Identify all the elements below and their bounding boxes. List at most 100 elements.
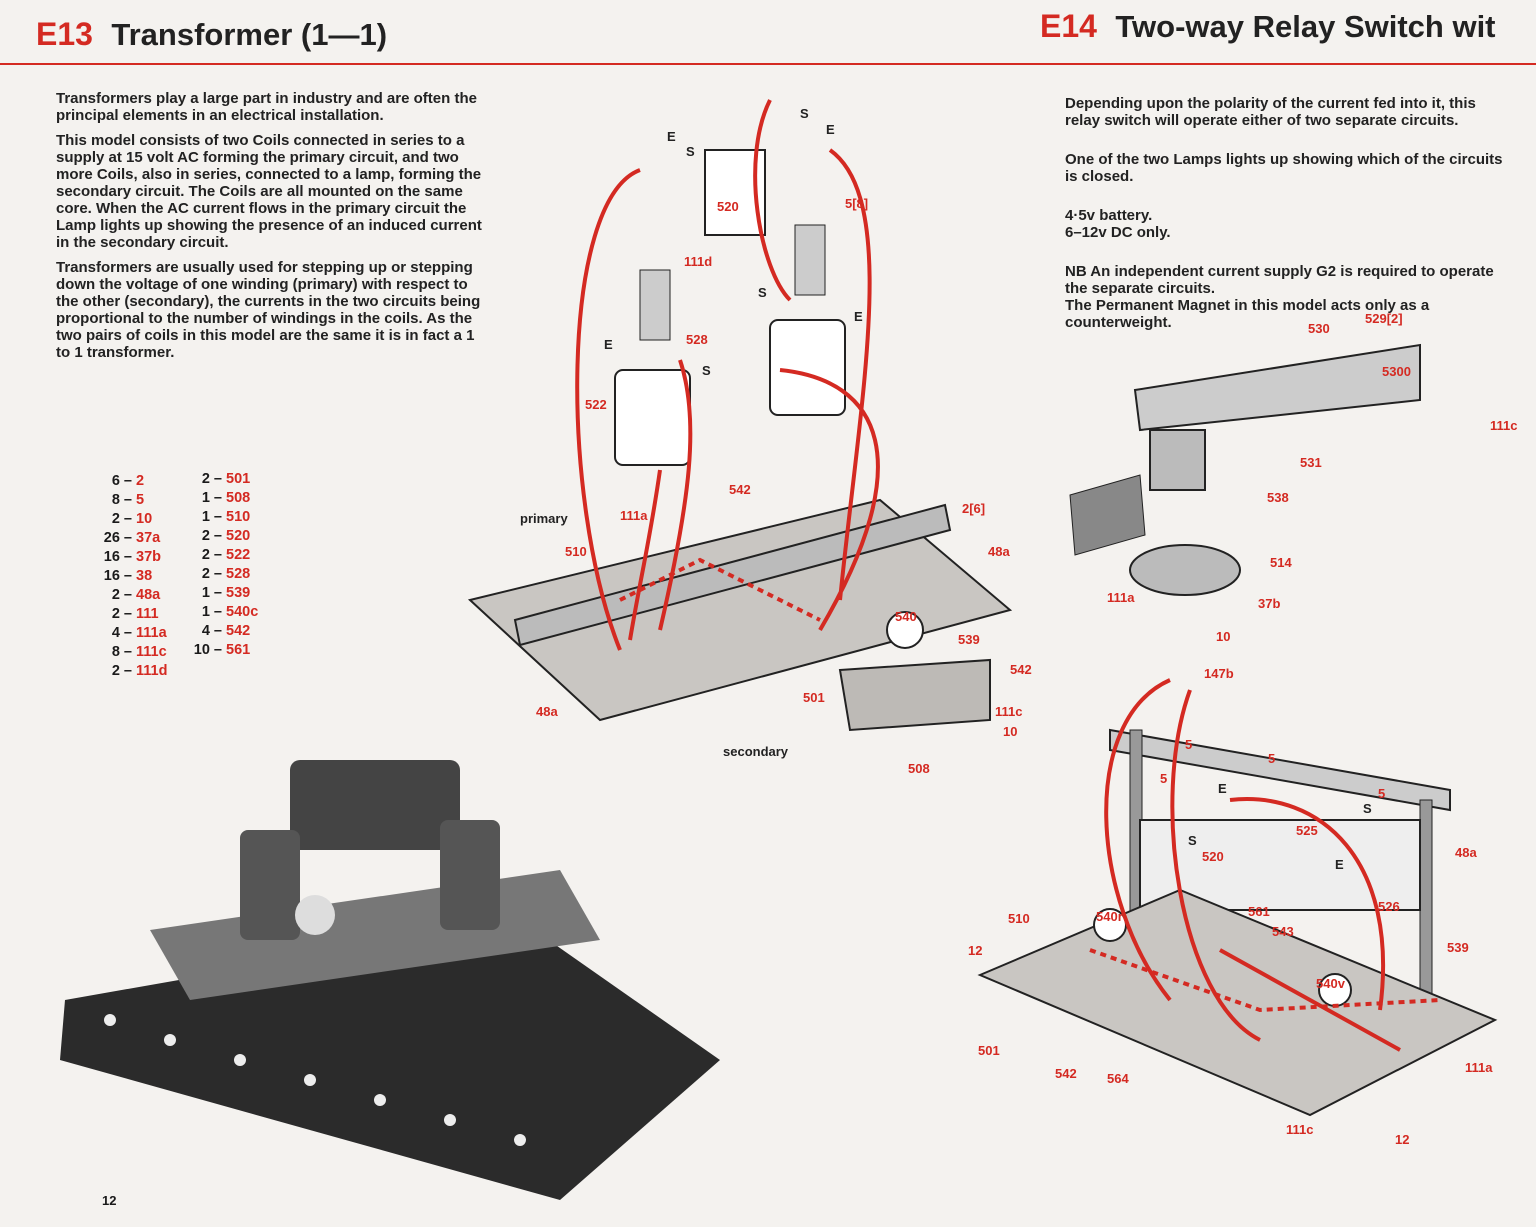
part-entry: 1 – 540c xyxy=(190,603,258,622)
e13-model-photo xyxy=(60,760,720,1200)
part-callout: 526 xyxy=(1378,899,1400,914)
part-callout: 111c xyxy=(1286,1122,1314,1137)
part-number: 542 xyxy=(226,623,251,639)
part-callout: S xyxy=(1363,801,1372,816)
part-callout: E xyxy=(826,122,835,137)
part-callout: secondary xyxy=(723,744,789,759)
part-number: 501 xyxy=(226,471,251,487)
part-quantity: 1 – xyxy=(201,604,222,620)
part-callout: 5 xyxy=(1185,737,1193,752)
part-entry: 8 – 5 xyxy=(100,491,167,510)
e13-description: Transformers play a large part in indust… xyxy=(56,90,486,369)
paragraph: NB An independent current supply G2 is r… xyxy=(1065,263,1494,331)
part-number: 520 xyxy=(226,528,251,544)
part-quantity: 4 – xyxy=(201,623,222,639)
part-entry: 2 – 528 xyxy=(190,565,258,584)
part-callout: 540 xyxy=(895,609,917,624)
part-entry: 2 – 501 xyxy=(190,470,258,489)
part-quantity: 2 – xyxy=(201,471,222,487)
part-callout: 539 xyxy=(1447,940,1469,955)
part-number: 2 xyxy=(136,473,145,489)
part-callout: 522 xyxy=(585,397,607,412)
part-quantity: 2 – xyxy=(111,606,132,622)
part-number: 111d xyxy=(136,663,168,679)
part-entry: 16 – 38 xyxy=(100,567,167,586)
part-number: 508 xyxy=(226,490,251,506)
part-quantity: 26 – xyxy=(103,530,132,546)
part-callout: 48a xyxy=(1455,845,1477,860)
model-title: Transformer (1—1) xyxy=(111,17,388,52)
part-entry: 2 – 520 xyxy=(190,527,258,546)
part-callout: E xyxy=(1218,781,1227,796)
part-entry: 2 – 111 xyxy=(100,605,167,624)
part-number: 38 xyxy=(136,568,153,584)
part-number: 37a xyxy=(136,530,161,546)
part-quantity: 6 – xyxy=(111,473,132,489)
part-number: 539 xyxy=(226,585,251,601)
part-callout: 510 xyxy=(565,544,587,559)
part-callout: 111a xyxy=(1465,1060,1493,1075)
part-number: 111c xyxy=(136,644,167,660)
part-quantity: 2 – xyxy=(111,587,132,603)
part-callout: 5[8] xyxy=(845,196,869,211)
part-callout: S xyxy=(702,363,711,378)
part-entry: 2 – 111d xyxy=(100,662,168,681)
part-quantity: 16 – xyxy=(103,568,132,584)
part-number: 5 xyxy=(136,492,145,508)
part-number: 37b xyxy=(136,549,162,565)
part-number: 540c xyxy=(226,604,259,620)
part-number: 522 xyxy=(226,547,251,563)
part-callout: 520 xyxy=(717,199,739,214)
part-callout: S xyxy=(758,285,767,300)
part-quantity: 4 – xyxy=(111,625,132,641)
part-callout: 530 xyxy=(1308,321,1330,336)
part-entry: 1 – 508 xyxy=(190,489,258,508)
part-callout: 520 xyxy=(1202,849,1224,864)
part-number: 510 xyxy=(226,509,251,525)
part-entry: 1 – 510 xyxy=(190,508,258,527)
part-callout: S xyxy=(1188,833,1197,848)
part-callout: 5 xyxy=(1378,786,1386,801)
part-number: 10 xyxy=(136,511,153,527)
e13-exploded-diagram xyxy=(467,99,1013,732)
part-callout: 542 xyxy=(1010,662,1032,677)
part-callout: 561 xyxy=(1248,904,1270,919)
part-number: 111 xyxy=(136,606,159,622)
part-quantity: 2 – xyxy=(111,663,132,679)
part-callout: 528 xyxy=(686,332,708,347)
part-number: 111a xyxy=(136,625,167,641)
part-number: 528 xyxy=(226,566,251,582)
paragraph: This model consists of two Coils connect… xyxy=(56,132,482,251)
part-number: 561 xyxy=(226,642,251,658)
part-entry: 4 – 542 xyxy=(190,622,258,641)
part-callout: 12 xyxy=(968,943,983,958)
part-quantity: 1 – xyxy=(201,509,222,525)
part-callout: E xyxy=(604,337,613,352)
part-number: 48a xyxy=(136,587,161,603)
part-callout: 111c xyxy=(995,704,1023,719)
part-quantity: 1 – xyxy=(201,490,222,506)
part-callout: 111a xyxy=(1107,590,1135,605)
part-callout: 542 xyxy=(729,482,751,497)
model-code: E13 xyxy=(36,16,93,52)
page-number: 12 xyxy=(102,1193,117,1208)
part-entry: 2 – 10 xyxy=(100,510,167,529)
part-entry: 4 – 111a xyxy=(100,624,167,643)
part-callout: 539 xyxy=(958,632,980,647)
part-callout: 10 xyxy=(1216,629,1231,644)
part-callout: 111d xyxy=(684,254,713,269)
paragraph: Transformers are usually used for steppi… xyxy=(56,259,481,361)
part-quantity: 2 – xyxy=(201,566,222,582)
part-callout: 111c xyxy=(1490,418,1518,433)
part-callout: 5300 xyxy=(1382,364,1411,379)
part-callout: 5 xyxy=(1160,771,1168,786)
part-entry: 26 – 37a xyxy=(100,529,167,548)
part-callout: 10 xyxy=(1003,724,1018,739)
part-quantity: 10 – xyxy=(193,642,222,658)
part-entry: 2 – 48a xyxy=(100,586,167,605)
part-quantity: 2 – xyxy=(201,547,222,563)
header-rule xyxy=(0,63,1536,65)
e14-description: Depending upon the polarity of the curre… xyxy=(1065,78,1515,353)
